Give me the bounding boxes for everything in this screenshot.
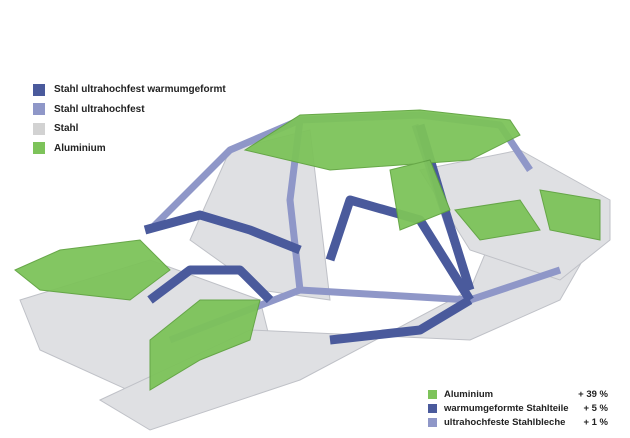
swatch-aluminium [33, 142, 45, 155]
legend-label: Aluminium [54, 142, 106, 154]
front-strut-left [14, 239, 171, 301]
swatch-aluminium [428, 389, 437, 399]
legend-label: Stahl ultrahochfest [54, 103, 145, 115]
share-value: + 39 % [578, 388, 608, 400]
legend-label: Stahl [54, 123, 79, 135]
rear-end [539, 189, 601, 241]
roof-panel [243, 109, 521, 171]
legend-item: Aluminium [33, 139, 226, 159]
share-legend: Aluminium + 39 % warmumgeformte Stahltei… [428, 387, 608, 429]
aluminium-parts [14, 109, 601, 391]
legend-item: Stahl [33, 119, 226, 139]
share-label: warmumgeformte Stahlteile [444, 402, 569, 414]
swatch-hot-formed [428, 403, 437, 413]
swatch-ultra-high [33, 103, 45, 116]
share-item: Aluminium + 39 % [428, 387, 608, 401]
share-item: warmumgeformte Stahlteile + 5 % [428, 401, 608, 415]
legend-label: Stahl ultrahochfest warmumgeformt [54, 84, 226, 96]
share-item: ultrahochfeste Stahlbleche + 1 % [428, 415, 608, 429]
legend-item: Stahl ultrahochfest [33, 100, 226, 120]
swatch-hot-formed [33, 83, 45, 96]
swatch-steel [33, 122, 45, 135]
swatch-ultra-high [428, 417, 437, 427]
front-strut-right [149, 299, 261, 391]
legend-item: Stahl ultrahochfest warmumgeformt [33, 80, 226, 100]
material-legend: Stahl ultrahochfest warmumgeformt Stahl … [33, 80, 226, 158]
rear-floor [454, 199, 541, 241]
rear-panel [389, 159, 451, 231]
share-label: ultrahochfeste Stahlbleche [444, 416, 566, 428]
share-value: + 1 % [583, 416, 608, 428]
share-label: Aluminium [444, 388, 494, 400]
share-value: + 5 % [583, 402, 608, 414]
